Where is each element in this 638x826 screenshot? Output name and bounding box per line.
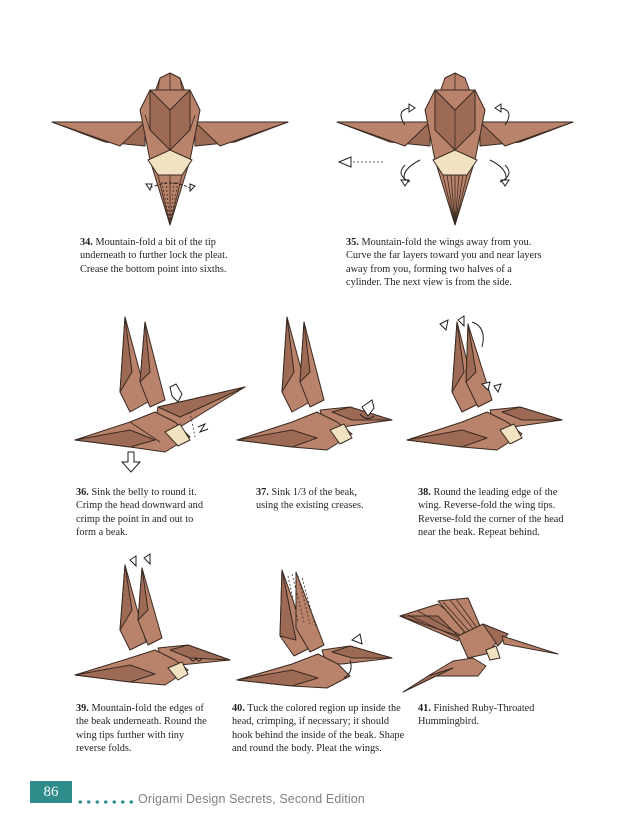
step-34-diagram bbox=[51, 72, 289, 226]
caption-line: head, crimping, if necessary; it should bbox=[232, 716, 389, 728]
caption-line: Sink 1/3 of the beak, bbox=[271, 487, 357, 498]
step-number: 39. bbox=[76, 703, 89, 714]
caption-line: Mountain-fold the edges of bbox=[91, 703, 204, 714]
step-38-diagram bbox=[406, 315, 563, 451]
caption-line: wing tips further with tiny bbox=[76, 729, 185, 741]
caption-line: away from you, forming two halves of a bbox=[346, 263, 512, 275]
step-37-caption: 37. Sink 1/3 of the beak, using the exis… bbox=[256, 486, 406, 513]
step-number: 41. bbox=[418, 703, 431, 714]
caption-line: near the beak. Repeat behind. bbox=[418, 527, 540, 539]
step-39-diagram bbox=[74, 553, 231, 686]
step-number: 38. bbox=[418, 487, 431, 498]
step-41-caption: 41. Finished Ruby-Throated Hummingbird. bbox=[418, 702, 568, 729]
step-41-diagram bbox=[399, 597, 559, 693]
caption-line: Round the leading edge of the bbox=[433, 487, 558, 498]
caption-line: Finished Ruby-Throated bbox=[433, 703, 535, 714]
step-40-diagram bbox=[236, 569, 393, 689]
step-39-caption: 39. Mountain-fold the edges of the beak … bbox=[76, 702, 226, 756]
caption-line: Hummingbird. bbox=[418, 716, 479, 728]
caption-line: wing. Reverse-fold the wing tips. bbox=[418, 500, 556, 512]
book-title: Origami Design Secrets, Second Edition bbox=[138, 792, 365, 806]
caption-line: the beak underneath. Round the bbox=[76, 716, 207, 728]
caption-line: Tuck the colored region up inside the bbox=[247, 703, 401, 714]
caption-line: Mountain-fold a bit of the tip bbox=[95, 237, 216, 248]
step-37-diagram bbox=[236, 316, 393, 451]
step-36-caption: 36. Sink the belly to round it. Crimp th… bbox=[76, 486, 246, 540]
step-number: 35. bbox=[346, 237, 359, 248]
step-34-caption: 34. Mountain-fold a bit of the tip under… bbox=[80, 236, 280, 276]
caption-line: form a beak. bbox=[76, 527, 128, 539]
caption-line: Mountain-fold the wings away from you. bbox=[361, 237, 532, 248]
caption-line: cylinder. The next view is from the side… bbox=[346, 277, 512, 289]
caption-line: reverse folds. bbox=[76, 743, 132, 755]
caption-line: Crimp the head downward and bbox=[76, 500, 203, 512]
step-number: 40. bbox=[232, 703, 245, 714]
step-number: 36. bbox=[76, 487, 89, 498]
caption-line: Reverse-fold the corner of the head bbox=[418, 513, 564, 525]
caption-line: using the existing creases. bbox=[256, 500, 364, 512]
caption-line: Crease the bottom point into sixths. bbox=[80, 263, 227, 275]
step-40-caption: 40. Tuck the colored region up inside th… bbox=[232, 702, 417, 756]
footer-dots bbox=[76, 800, 136, 804]
caption-line: crimp the point in and out to bbox=[76, 513, 194, 525]
caption-line: hook behind the inside of the beak. Shap… bbox=[232, 729, 405, 741]
caption-line: underneath to further lock the pleat. bbox=[80, 250, 228, 262]
step-35-diagram bbox=[336, 72, 574, 226]
step-38-caption: 38. Round the leading edge of the wing. … bbox=[418, 486, 608, 540]
caption-line: and round the body. Pleat the wings. bbox=[232, 743, 382, 755]
step-36-diagram bbox=[74, 316, 246, 473]
step-35-caption: 35. Mountain-fold the wings away from yo… bbox=[346, 236, 586, 290]
step-number: 37. bbox=[256, 487, 269, 498]
page-number: 86 bbox=[30, 781, 72, 803]
caption-line: Curve the far layers toward you and near… bbox=[346, 250, 542, 262]
caption-line: Sink the belly to round it. bbox=[91, 487, 197, 498]
step-number: 34. bbox=[80, 237, 93, 248]
